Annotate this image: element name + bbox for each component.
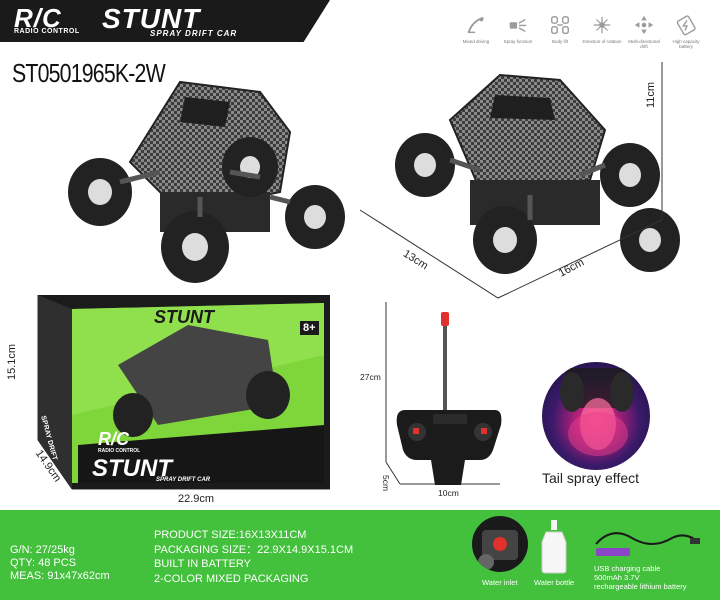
box-logo-stunt: STUNT — [92, 455, 172, 482]
carton-specs: G/N: 27/25kg QTY: 48 PCS MEAS: 91x47x62c… — [10, 544, 110, 583]
spray-caption: Tail spray effect — [542, 470, 640, 486]
carton-quantity: QTY: 48 PCS — [10, 557, 77, 569]
remote-illustration — [396, 312, 502, 485]
box-width-label: 22.9cm — [178, 493, 215, 505]
brand-header: R/C RADIO CONTROL STUNT SPRAY DRIFT CAR — [0, 0, 330, 42]
packaging-box: 8+ STUNT R/C RADIO CONTROL STUNT SPRAY D… — [38, 295, 330, 489]
gross-net-weight: G/N: 27/25kg — [10, 544, 75, 556]
logo-rc: R/C — [14, 3, 62, 33]
usb-description: USB charging cable 500mAh 3.7V rechargea… — [594, 564, 687, 591]
feature-label: Body lift — [551, 39, 568, 44]
box-logo-rc: R/C — [98, 429, 129, 449]
packaging-color-note: 2-COLOR MIXED PACKAGING — [154, 572, 309, 585]
wheels-icon — [551, 16, 569, 34]
age-badge: 8+ — [300, 321, 319, 335]
feature-battery: High capacity battery — [666, 14, 706, 49]
bottle-icon — [541, 520, 567, 574]
car-image-angle — [60, 72, 350, 292]
feature-label: Mixed driving — [462, 39, 490, 44]
spray-effect-photo — [542, 362, 650, 470]
usb-line-3: rechargeable lithium battery — [594, 582, 687, 591]
water-bottle-photo — [536, 518, 572, 574]
remote-controller — [395, 310, 505, 490]
feature-mixed-driving: Mixed driving — [456, 14, 496, 49]
logo-stunt: STUNT — [102, 3, 201, 34]
logo-stunt-subtitle: SPRAY DRIFT CAR — [150, 29, 238, 38]
feature-icons: Mixed driving Spray function Body lift D… — [456, 14, 706, 49]
feature-body-lift: Body lift — [540, 14, 580, 49]
box-logo-stunt-top: STUNT — [154, 307, 214, 327]
model-code: ST0501965K-2W — [12, 58, 166, 88]
usb-cable-icon — [595, 532, 700, 556]
remote-depth-label: 5cm — [381, 474, 392, 492]
feature-label: Spray function — [503, 39, 533, 44]
feature-label: High capacity battery — [672, 39, 700, 49]
usb-cable-photo — [592, 524, 704, 560]
box-illustration — [38, 295, 330, 489]
remote-width-label: 10cm — [438, 488, 459, 498]
water-inlet-icon — [478, 530, 518, 570]
battery-note: BUILT IN BATTERY — [154, 558, 251, 570]
product-specs: PRODUCT SIZE:16X13X11CM PACKAGING SIZE：2… — [154, 528, 353, 586]
remote-height-label: 27cm — [360, 372, 381, 382]
usb-line-1: USB charging cable — [594, 564, 661, 573]
product-size: PRODUCT SIZE:16X13X11CM — [154, 529, 307, 541]
carton-measurement: MEAS: 91x47x62cm — [10, 570, 110, 582]
box-logo-stunt-sub: SPRAY DRIFT CAR — [156, 477, 211, 483]
feature-label: Direction of rotation — [582, 39, 622, 44]
feature-rotation: Direction of rotation — [582, 14, 622, 49]
logo-rc-subtitle: RADIO CONTROL — [14, 28, 80, 35]
road-icon — [467, 16, 484, 34]
battery-icon — [676, 15, 696, 36]
car-height-label: 11cm — [645, 81, 657, 108]
water-inlet-label: Water inlet — [482, 578, 518, 587]
water-bottle-label: Water bottle — [534, 578, 575, 587]
spray-illustration — [560, 368, 634, 456]
packaging-size: PACKAGING SIZE：22.9X14.9X15.1CM — [154, 543, 354, 556]
feature-label: Multi-directional drift — [628, 39, 660, 49]
rotation-icon — [593, 16, 611, 34]
usb-line-2: 500mAh 3.7V — [594, 573, 640, 582]
car-illustration — [68, 80, 345, 283]
feature-spray: Spray function — [498, 14, 538, 49]
box-height-label: 15.1cm — [6, 343, 18, 380]
spec-footer: G/N: 27/25kg QTY: 48 PCS MEAS: 91x47x62c… — [0, 510, 720, 600]
box-logo-rc-sub: RADIO CONTROL — [98, 448, 141, 454]
water-inlet-photo — [472, 516, 528, 572]
spray-icon — [509, 18, 527, 33]
feature-multi-direction: Multi-directional drift — [624, 14, 664, 49]
multi-direction-icon — [634, 15, 654, 35]
